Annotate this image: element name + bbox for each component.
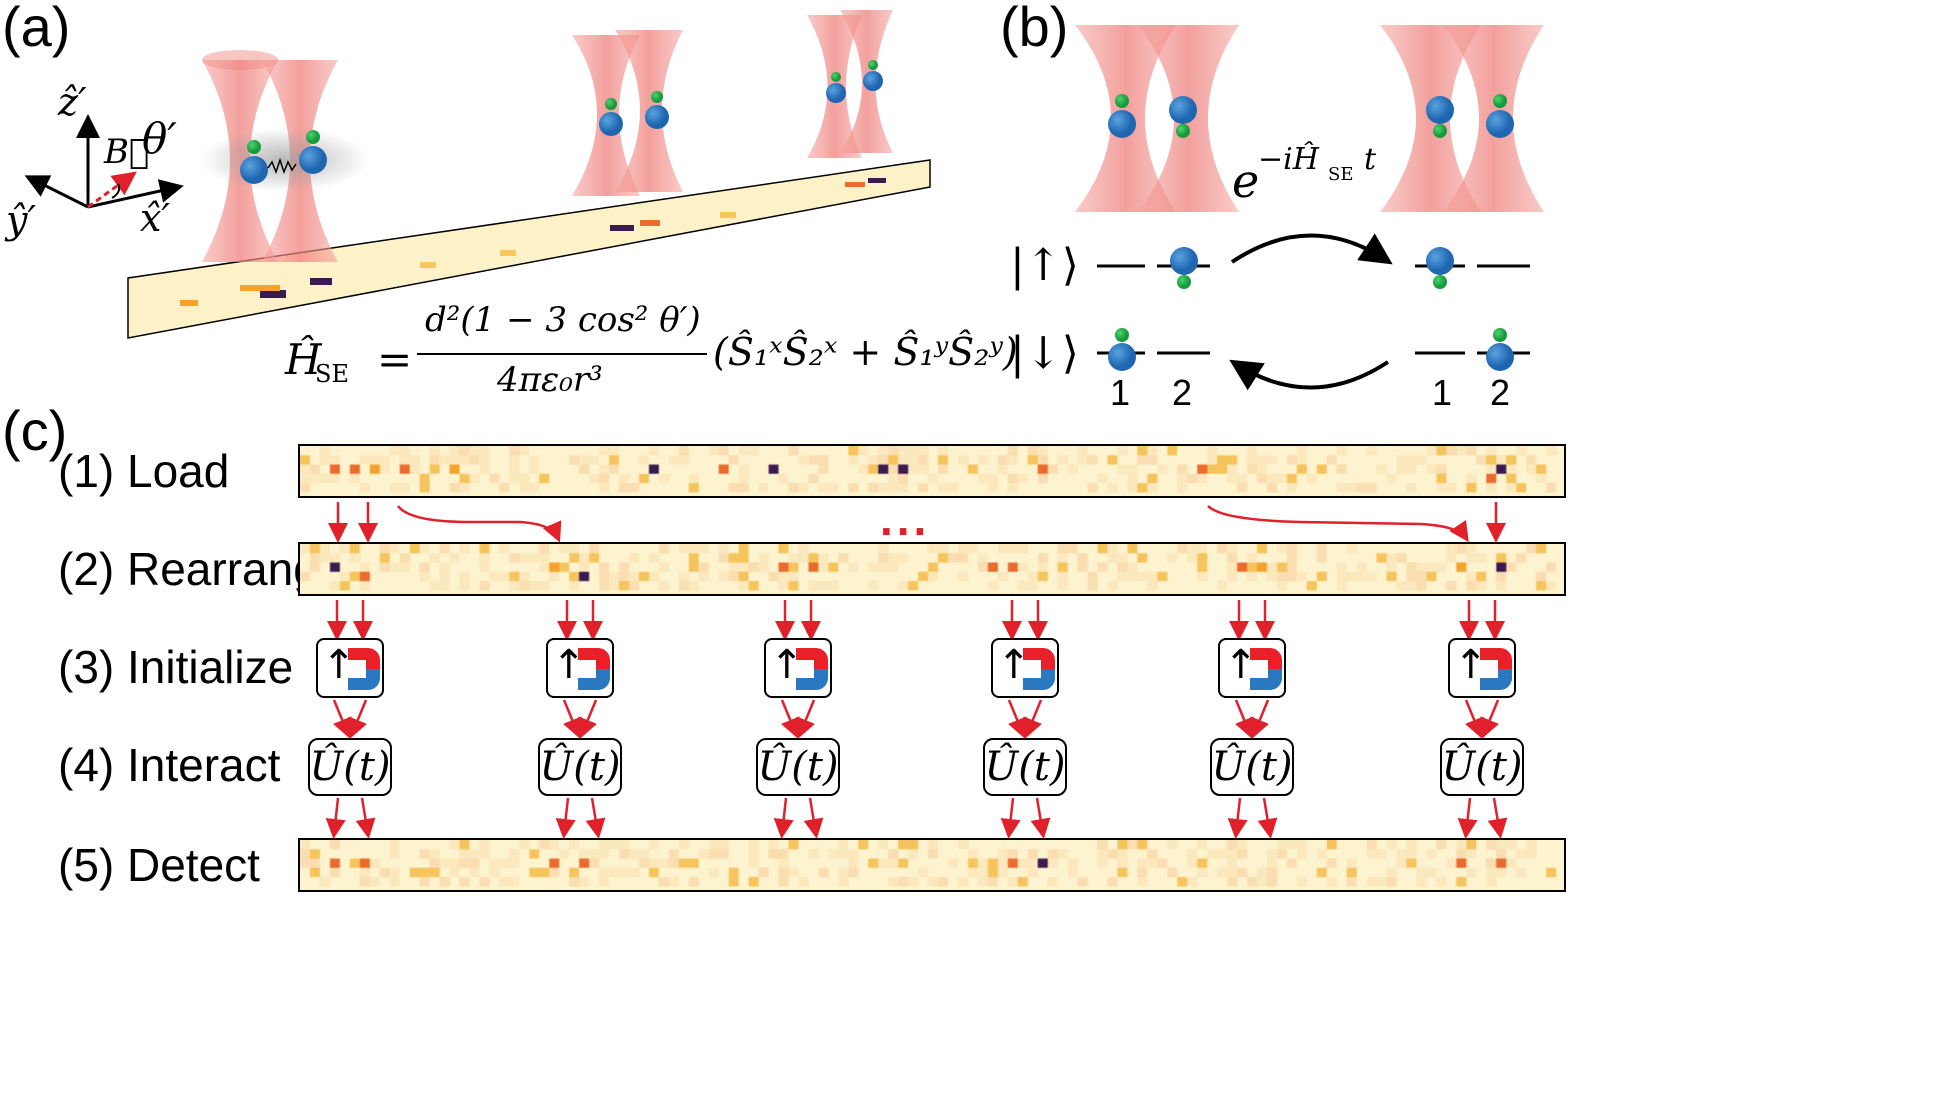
b-field-label: B⃗ <box>104 132 150 172</box>
init-arrow <box>1007 699 1027 739</box>
transition-arrow-bottom <box>1229 359 1390 391</box>
unitary-box: Û(t) <box>538 738 622 796</box>
site-label-left-1: 1 <box>1110 372 1131 413</box>
tweezer-pair-3 <box>807 10 893 158</box>
init-arrow <box>1023 699 1043 739</box>
initialize-box: ↑ <box>991 638 1059 698</box>
axes-triad <box>24 114 184 209</box>
hamiltonian-numerator: d²(1 − 3 cos² θ′) <box>425 300 701 340</box>
init-arrow <box>796 699 816 739</box>
step-interact-label: (4) Interact <box>58 739 281 791</box>
panel-a-label: (a) <box>2 0 71 58</box>
evolution-operator: e −iĤ SE t <box>1232 142 1392 210</box>
interact-arrow <box>1227 797 1248 839</box>
initialize-box: ↑ <box>764 638 832 698</box>
z-axis-label: ẑ′ <box>58 80 87 124</box>
init-arrow <box>562 699 582 739</box>
unitary-box: Û(t) <box>1440 738 1524 796</box>
unitary-box: Û(t) <box>1210 738 1294 796</box>
step-rearrange-label: (2) Rearrange <box>58 543 345 595</box>
state-down-label: |↓⟩ <box>1010 328 1079 379</box>
unitary-box: Û(t) <box>756 738 840 796</box>
state-up-label: |↑⟩ <box>1010 240 1079 291</box>
initialize-box: ↑ <box>1218 638 1286 698</box>
panel-b-label: (b) <box>1000 0 1069 58</box>
angle-arc <box>111 183 121 199</box>
init-arrow <box>780 699 800 739</box>
hamiltonian-equals: = <box>377 335 413 384</box>
step-detect-label: (5) Detect <box>58 839 260 891</box>
evolution-sub: SE <box>1328 164 1354 185</box>
magnet-icon <box>1480 648 1512 690</box>
interact-arrow <box>773 797 794 839</box>
heatmap-plane <box>127 159 931 339</box>
move-arrow <box>397 505 562 543</box>
initialize-box: ↑ <box>316 638 384 698</box>
site-label-right-1: 1 <box>1432 372 1453 413</box>
detect-heatmap <box>298 838 1566 892</box>
interact-arrow <box>355 797 376 839</box>
fraction-bar <box>417 353 707 355</box>
init-arrow <box>1234 699 1254 739</box>
site-label-left-2: 2 <box>1172 372 1193 413</box>
hamiltonian-equation: Ĥ SE = d²(1 − 3 cos² θ′) 4πε₀r³ (Ŝ₁ˣŜ₂ˣ … <box>285 300 1018 410</box>
interact-arrow <box>1257 797 1278 839</box>
magnet-icon <box>796 648 828 690</box>
panel-b-tweezers-right <box>1380 25 1544 212</box>
interaction-spring <box>267 157 297 175</box>
initialize-box: ↑ <box>1448 638 1516 698</box>
interact-arrow <box>585 797 606 839</box>
load-heatmap <box>298 444 1566 498</box>
b-field-arrow <box>87 171 137 209</box>
interact-arrow <box>803 797 824 839</box>
hamiltonian-denominator: 4πε₀r³ <box>497 360 603 400</box>
hamiltonian-lhs-sub: SE <box>315 360 349 388</box>
evolution-exponent: −iĤ <box>1258 142 1319 177</box>
plane-spots <box>180 178 886 306</box>
move-arrow <box>1207 505 1469 543</box>
init-arrow <box>1464 699 1484 739</box>
magnet-icon <box>1023 648 1055 690</box>
init-arrow <box>332 699 352 739</box>
unitary-box: Û(t) <box>983 738 1067 796</box>
interact-arrow <box>1030 797 1051 839</box>
ellipsis: ... <box>880 493 931 545</box>
panel-b-tweezers-left <box>1075 25 1239 212</box>
interact-arrow <box>325 797 346 839</box>
site-label-right-2: 2 <box>1490 372 1511 413</box>
interact-arrow <box>1457 797 1478 839</box>
tweezer-pair-2 <box>572 30 683 196</box>
hamiltonian-operator: (Ŝ₁ˣŜ₂ˣ + Ŝ₁ʸŜ₂ʸ) <box>713 330 1018 374</box>
step-initialize-label: (3) Initialize <box>58 641 294 693</box>
panel-c-label: (c) <box>2 399 68 462</box>
transition-arrow-top <box>1230 233 1393 265</box>
evolution-base: e <box>1232 154 1260 208</box>
init-arrow <box>1480 699 1500 739</box>
interact-arrow <box>1487 797 1508 839</box>
interact-arrow <box>555 797 576 839</box>
magnet-icon <box>1250 648 1282 690</box>
interact-arrow <box>1000 797 1021 839</box>
unitary-box: Û(t) <box>308 738 392 796</box>
magnet-icon <box>578 648 610 690</box>
init-arrow <box>578 699 598 739</box>
tweezer-pair-1 <box>200 50 370 262</box>
level-atoms <box>1108 247 1514 371</box>
hamiltonian-lhs: Ĥ <box>285 335 322 384</box>
rearrange-heatmap <box>298 542 1566 596</box>
x-axis-label: x̂′ <box>140 196 171 240</box>
init-arrow <box>348 699 368 739</box>
y-axis-label: ŷ′ <box>6 198 37 242</box>
initialize-box: ↑ <box>546 638 614 698</box>
angle-label: θ′ <box>142 114 177 163</box>
evolution-t: t <box>1364 142 1377 177</box>
step-load-label: (1) Load <box>58 445 230 497</box>
magnet-icon <box>348 648 380 690</box>
init-arrow <box>1250 699 1270 739</box>
